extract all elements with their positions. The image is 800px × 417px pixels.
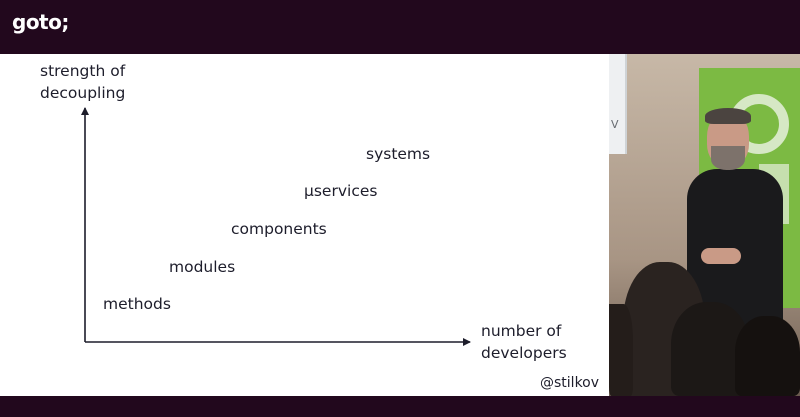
speaker-handle: @stilkov — [540, 375, 600, 391]
x-axis-label-line1: number of — [481, 322, 562, 340]
goto-logo: goto; — [12, 10, 69, 34]
top-bar: goto; — [0, 0, 800, 54]
slide: strength of decoupling methods modules c… — [0, 54, 609, 396]
x-axis-label-line2: developers — [481, 344, 567, 362]
level-modules: modules — [169, 258, 236, 276]
y-axis-label-line1: strength of — [40, 62, 126, 80]
speaker-hair — [705, 108, 751, 124]
audience-head — [609, 304, 633, 396]
y-axis-label-line2: decoupling — [40, 84, 126, 102]
level-components: components — [231, 220, 327, 238]
level-methods: methods — [103, 295, 171, 313]
level-microservices: µservices — [304, 182, 378, 200]
screen-edge-text: V — [611, 118, 619, 131]
stage-photo: V — [609, 54, 800, 396]
speaker-beard — [711, 146, 745, 170]
level-systems: systems — [366, 145, 431, 163]
bottom-bar — [0, 396, 800, 417]
audience-head — [735, 316, 800, 396]
axes-diagram — [81, 107, 471, 346]
speaker-hands — [701, 248, 741, 264]
projector-screen-edge — [609, 54, 627, 154]
